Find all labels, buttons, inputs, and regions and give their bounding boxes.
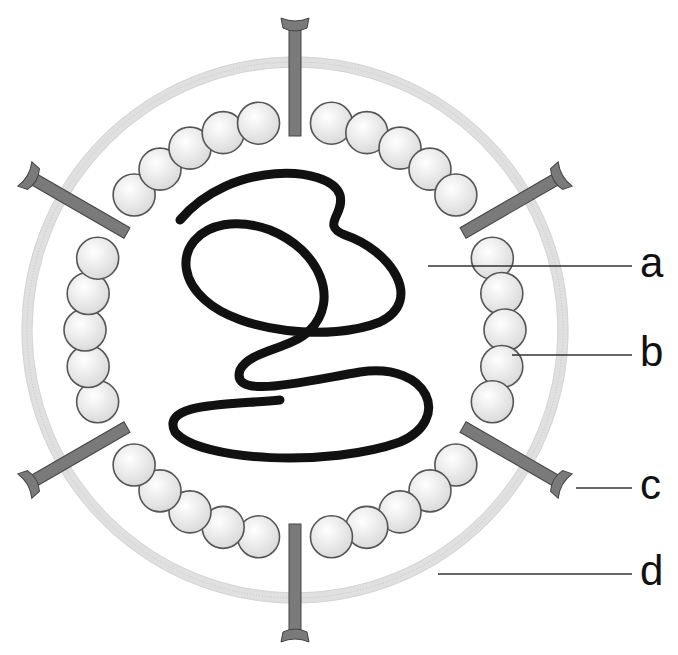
leader-line (428, 265, 632, 267)
envelope-edge (32, 67, 558, 593)
nucleic-acid (173, 173, 429, 458)
capsomere (310, 516, 352, 558)
spike (18, 415, 134, 498)
part-label: d (640, 550, 663, 592)
spike-cap (281, 18, 309, 31)
spike-stalk (289, 524, 301, 632)
part-label: b (640, 331, 663, 373)
leader-lines (428, 266, 632, 574)
spike-cap (547, 162, 572, 193)
part-label: c (640, 464, 661, 506)
capsomere (435, 174, 477, 216)
spike-stalk (30, 174, 130, 238)
capsomere (113, 444, 155, 486)
leader-line (438, 573, 632, 575)
capsomere (77, 237, 119, 279)
spike-cap (18, 467, 43, 498)
envelope-texture (27, 62, 563, 598)
spike (281, 524, 309, 642)
spike (18, 162, 134, 245)
spike (456, 162, 572, 245)
spike-cap (18, 162, 43, 193)
leader-line (576, 487, 632, 489)
glycoproteins (18, 18, 572, 642)
spike (456, 415, 572, 498)
capsid (64, 102, 526, 558)
capsomere (67, 345, 109, 387)
leader-line (512, 354, 632, 356)
envelope-ring (27, 62, 563, 598)
capsomere (471, 381, 513, 423)
capsomere (481, 273, 523, 315)
envelope (22, 57, 568, 603)
capsomere (238, 102, 280, 144)
spike-cap (547, 467, 572, 498)
capsomere (484, 309, 526, 351)
envelope-edge (22, 57, 568, 603)
spike-stalk (460, 422, 560, 486)
spike-stalk (30, 422, 130, 486)
capsomere (64, 309, 106, 351)
part-label: a (640, 242, 663, 284)
spike-stalk (460, 174, 560, 238)
spike-cap (281, 629, 309, 642)
spike (281, 18, 309, 136)
spike-stalk (289, 28, 301, 136)
